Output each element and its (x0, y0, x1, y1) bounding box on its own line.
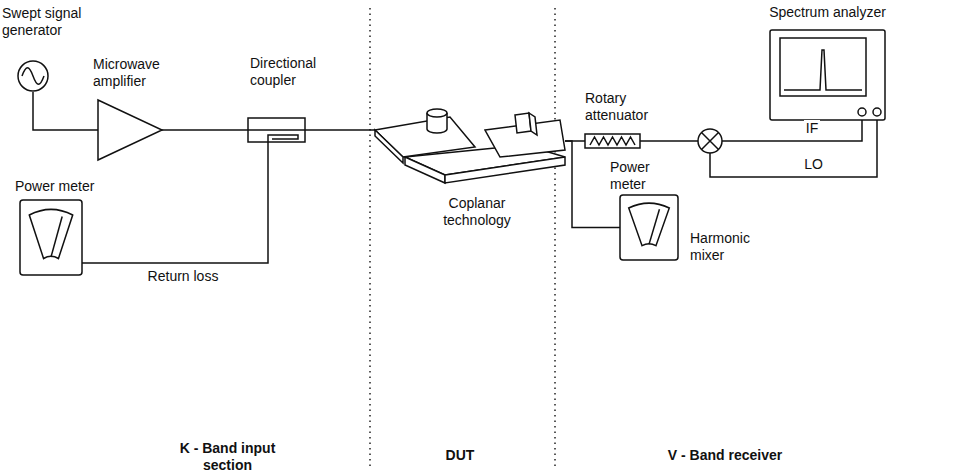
spectrum-peak (784, 50, 862, 90)
connector-cylinder (427, 109, 447, 117)
equipment-label: Swept signal generator (2, 5, 97, 39)
signal-wire (710, 120, 877, 177)
spectrum-analyzer: Spectrum analyzer (770, 30, 885, 120)
rotary-attenuator: Rotary attenuator (585, 134, 640, 148)
coplanar-dut: Coplanar technology (375, 95, 565, 185)
wire-label: Return loss (146, 268, 221, 285)
section-divider (554, 8, 556, 470)
launcher-edge (375, 130, 403, 163)
signal-wire (305, 129, 375, 131)
through-line (248, 129, 305, 131)
substrate-edge (405, 157, 445, 183)
power-meter-icon (620, 195, 678, 260)
equipment-label: Microwave amplifier (93, 56, 173, 90)
signal-wire (82, 142, 268, 263)
power-meter: Power meter (620, 195, 678, 260)
analyzer-case (770, 30, 885, 120)
power-meter: Power meter (20, 200, 82, 275)
signal-generator: Swept signal generator (17, 60, 49, 92)
coplanar-dut-icon (375, 95, 565, 185)
meter-case (620, 195, 678, 260)
equipment-label: Power meter (15, 178, 105, 195)
spectrum-analyzer-icon (770, 30, 885, 120)
input-port (873, 108, 881, 116)
equipment-label: Harmonic mixer (690, 230, 762, 264)
section-divider (369, 8, 371, 470)
meter-needle (649, 209, 659, 244)
meter-needle (51, 217, 62, 258)
coupler-body (248, 118, 305, 142)
attenuator-body (585, 134, 640, 148)
mixer-cross (702, 133, 719, 150)
directional-coupler-icon (248, 118, 305, 142)
harmonic-mixer: Harmonic mixer (698, 129, 722, 153)
substrate-edge (445, 157, 565, 183)
analyzer-screen (780, 38, 866, 96)
sine-symbol (22, 68, 44, 85)
wire-label: LO (802, 156, 825, 173)
connector-block (529, 113, 537, 135)
rotary-attenuator-icon (585, 134, 640, 148)
section-label: V - Band receiver (645, 447, 805, 464)
meter-dial (29, 209, 72, 258)
source-outline (18, 61, 48, 91)
meter-dial (629, 203, 670, 246)
wire-label: IF (804, 120, 820, 137)
equipment-label: Rotary attenuator (585, 90, 660, 124)
section-label: DUT (430, 447, 490, 464)
amplifier-symbol-icon (98, 100, 162, 160)
signal-wire (33, 92, 98, 130)
power-meter-icon (20, 200, 82, 275)
equipment-label: Power meter (610, 159, 672, 193)
amplifier-triangle (98, 100, 162, 160)
mixer-circle (698, 129, 722, 153)
attenuator-zigzag (590, 137, 635, 145)
signal-wire (640, 140, 698, 142)
signal-wire (162, 129, 248, 131)
coupled-line (268, 135, 298, 142)
signal-wire (722, 120, 862, 141)
directional-coupler: Directional coupler (248, 118, 305, 142)
signal-generator-icon (17, 60, 49, 92)
section-label: K - Band input section (165, 440, 290, 474)
input-port (858, 108, 866, 116)
amplifier-symbol: Microwave amplifier (98, 100, 162, 160)
meter-case (20, 200, 82, 275)
equipment-label: Directional coupler (250, 55, 340, 89)
harmonic-mixer-icon (698, 129, 722, 153)
equipment-label: Coplanar technology (437, 195, 517, 229)
equipment-label: Spectrum analyzer (760, 4, 895, 21)
